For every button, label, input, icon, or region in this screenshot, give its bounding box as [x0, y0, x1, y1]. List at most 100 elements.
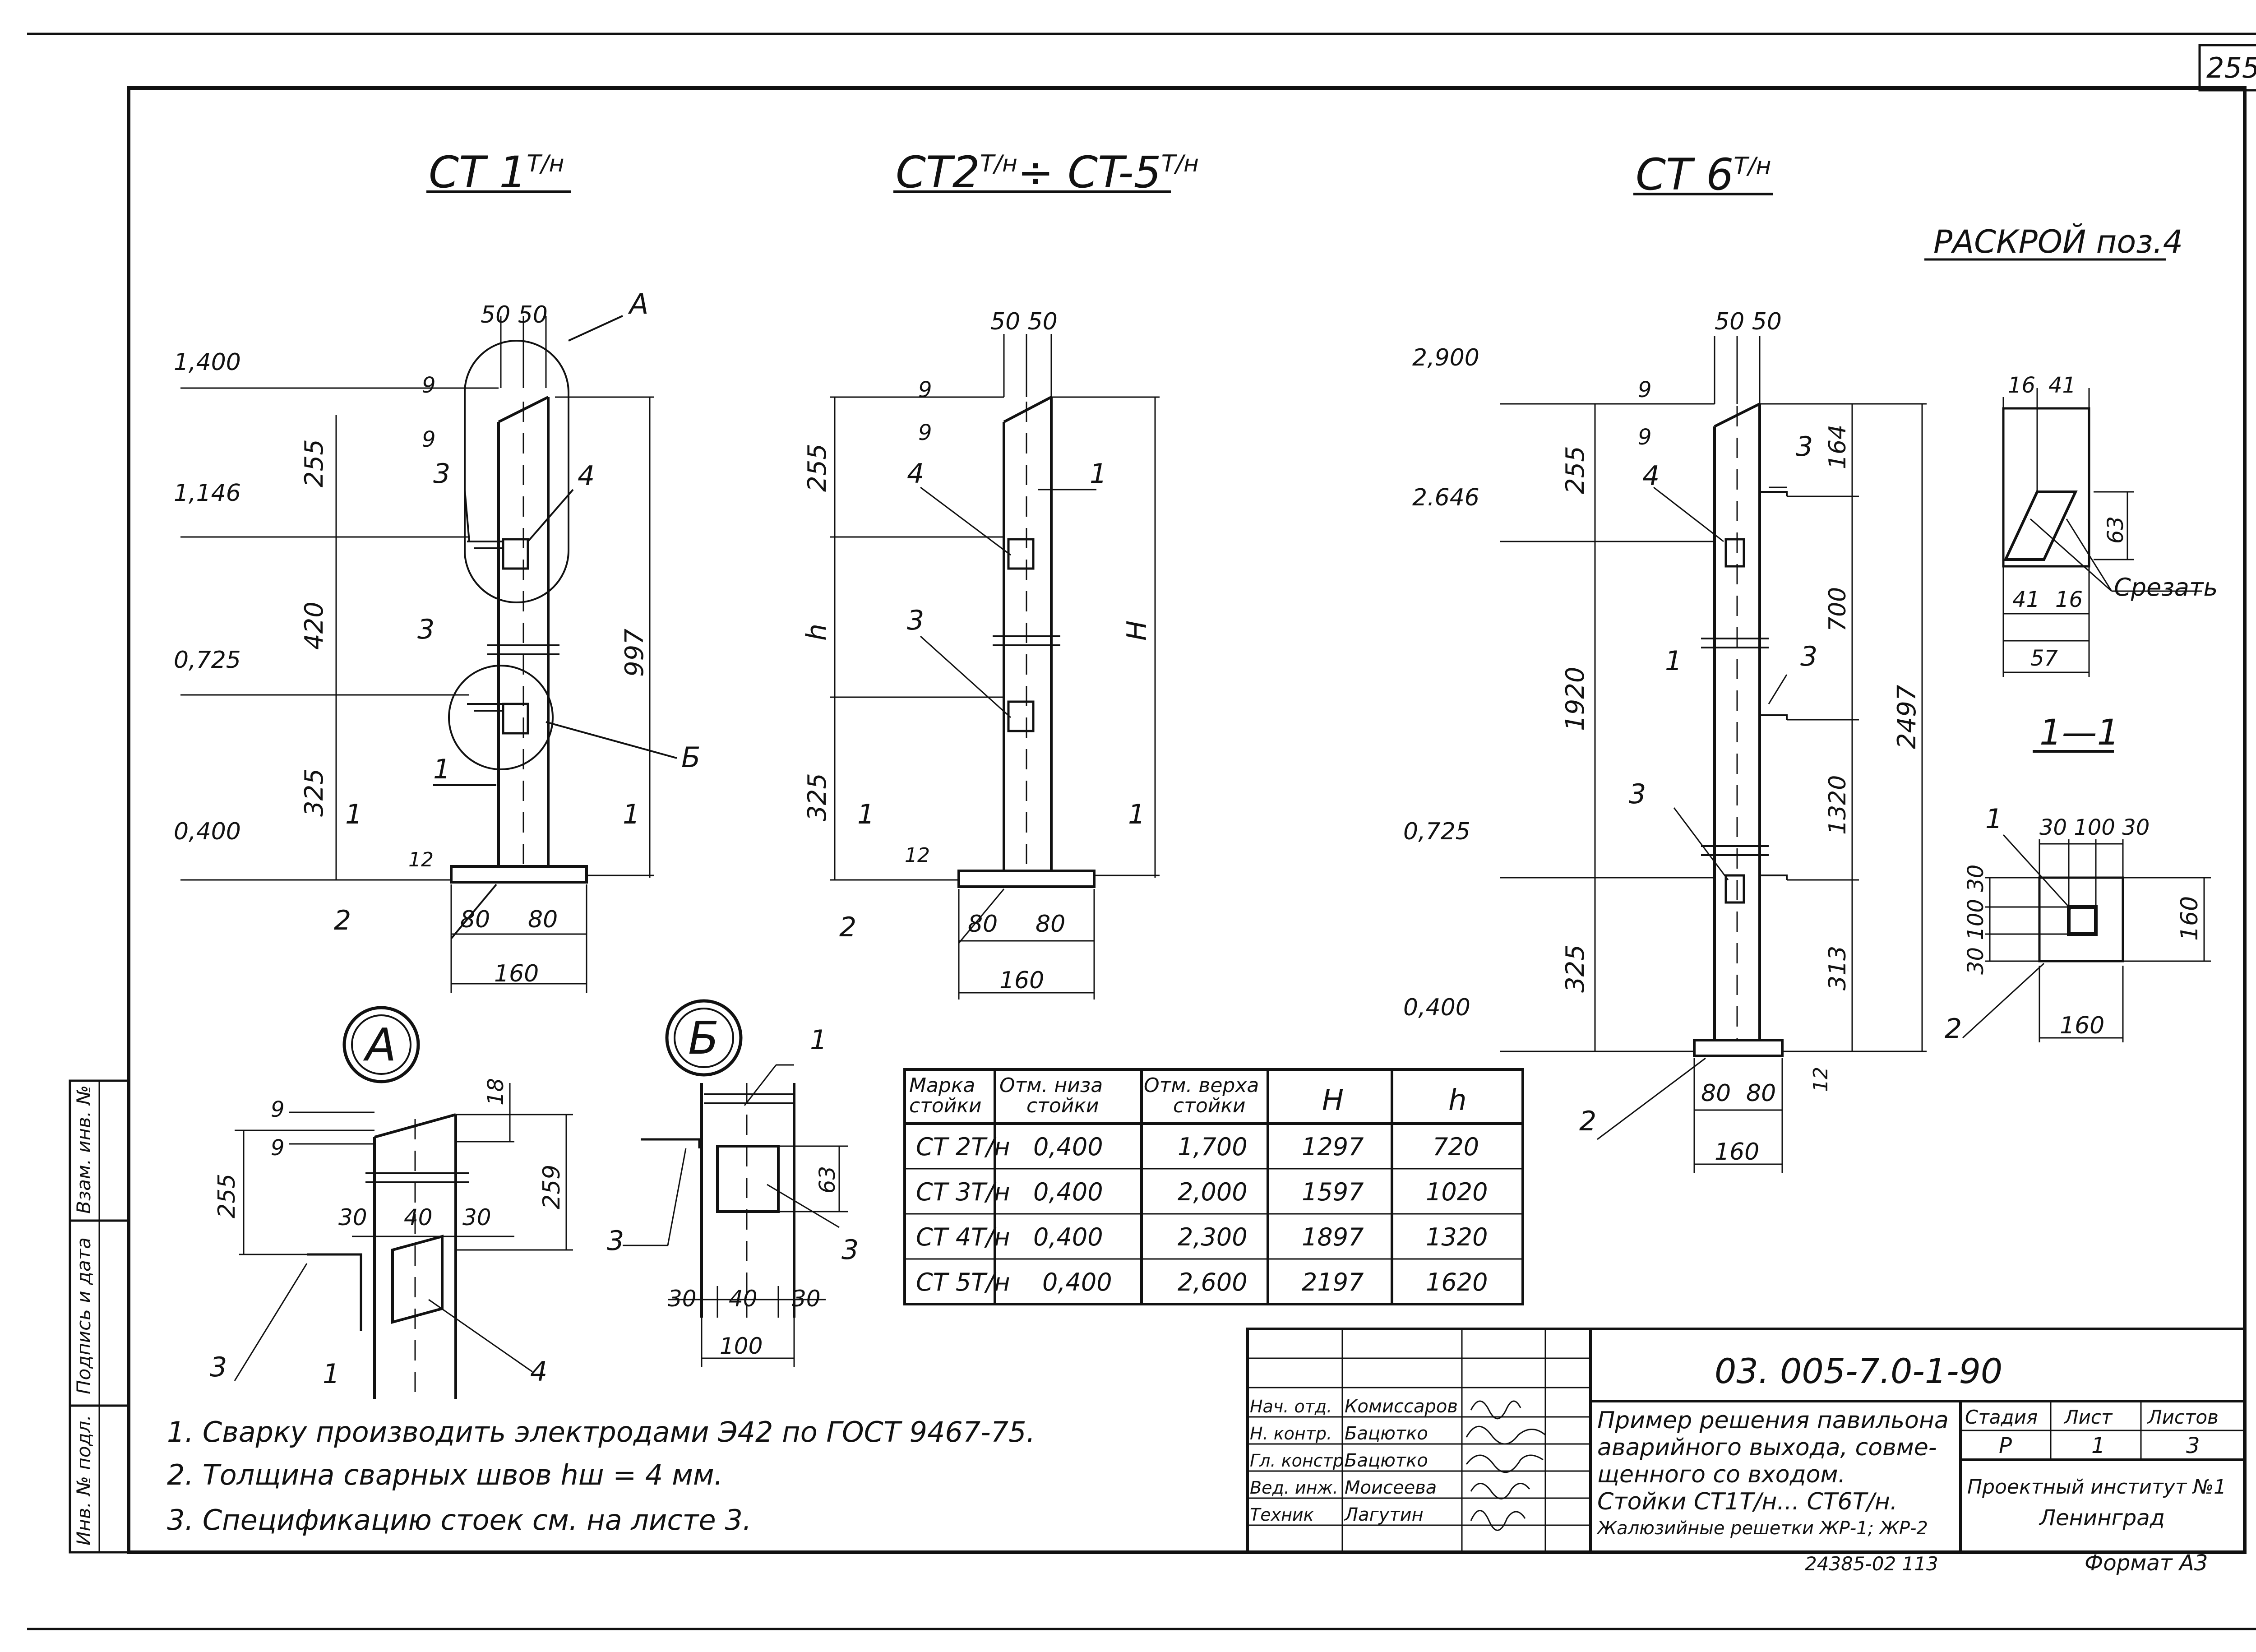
name-5: Лагутин	[1344, 1504, 1424, 1525]
stage-header: Стадия	[1965, 1406, 2038, 1428]
st1-section-l: 1	[345, 799, 362, 830]
side-stamp-sign: Подпись и дата	[73, 1237, 95, 1394]
detail-a-dim-30b: 30	[462, 1204, 491, 1231]
detail-b-dim-30a: 30	[668, 1286, 697, 1312]
detail-b-pos-3a: 3	[607, 1225, 624, 1257]
st2-dim-325: 325	[803, 773, 832, 821]
role-2: Н. контр.	[1250, 1424, 1332, 1444]
sheet-frame	[27, 32, 2256, 1630]
sheets-value: 3	[2186, 1433, 2200, 1458]
detail-b-dim-30b: 30	[792, 1286, 821, 1312]
st6-elev-2900: 2,900	[1412, 344, 1479, 371]
desc-2: аварийного выхода, совме-	[1597, 1434, 1937, 1461]
st2-dim-h: h	[801, 624, 832, 641]
detail-a-dim-255: 255	[213, 1174, 240, 1218]
st1-title: CT 1Т/н	[429, 147, 564, 198]
st2-dim-12: 12	[905, 844, 930, 867]
st6-dim-325: 325	[1561, 944, 1590, 993]
table-cell: 720	[1433, 1133, 1479, 1161]
st2-pos-1: 1	[1090, 458, 1107, 490]
st1-label-b: Б	[681, 741, 701, 774]
st1-dim-160: 160	[494, 960, 539, 987]
table-header-top-2: стойки	[1173, 1094, 1246, 1117]
table-row: CT 4Т/н 0,400 2,300 1897 1320	[916, 1223, 1488, 1251]
st2-section-r: 1	[1128, 799, 1145, 830]
table-header-low-1: Отм. низа	[999, 1074, 1103, 1097]
st1-pos-3a: 3	[433, 458, 450, 490]
st2-dim-9a: 9	[918, 377, 932, 403]
st6-dim-2497: 2497	[1892, 685, 1922, 749]
detail-a-pos-4: 4	[530, 1356, 547, 1388]
detail-b-pos-1: 1	[810, 1024, 827, 1056]
st1-dim-255: 255	[300, 439, 329, 487]
org-city: Ленинград	[2039, 1505, 2165, 1531]
st2-pos-3: 3	[907, 605, 924, 636]
table-row: CT 5Т/н 0,400 2,600 2197 1620	[916, 1268, 1488, 1296]
st1-dim-50-50: 50 50	[481, 301, 548, 329]
st6-dim-80a: 80	[1701, 1080, 1731, 1107]
table-header-h: h	[1448, 1084, 1467, 1117]
name-3: Бацютко	[1345, 1450, 1428, 1471]
detail-a-view: А 9 9 18 255	[210, 1006, 573, 1399]
st1-pos-3b: 3	[417, 614, 435, 645]
st6-pos-3c: 3	[1629, 778, 1646, 810]
st1-elev-1146: 1,146	[174, 480, 241, 507]
detail-a-dim-40: 40	[404, 1204, 433, 1231]
st2-dim-160: 160	[999, 967, 1044, 994]
raskroy-dim-16a: 16	[2008, 373, 2035, 398]
note-1: 1. Сварку производить электродами Э42 по…	[167, 1416, 1035, 1448]
role-4: Вед. инж.	[1250, 1478, 1338, 1498]
role-5: Техник	[1250, 1505, 1314, 1525]
name-1: Комиссаров	[1345, 1396, 1458, 1417]
detail-a-pos-3: 3	[210, 1351, 227, 1383]
table-cell: 0,400	[1042, 1268, 1112, 1296]
st2-dim-80a: 80	[968, 911, 998, 938]
section-pos-1: 1	[1985, 803, 2002, 835]
format-label: Формат А3	[2085, 1550, 2208, 1576]
st1-dim-420: 420	[300, 602, 329, 650]
raskroy-cut-note: Срезать	[2114, 573, 2218, 602]
raskroy-dim-41b: 41	[2012, 587, 2040, 612]
st1-elev-0725: 0,725	[174, 647, 241, 674]
st1-dim-12: 12	[408, 848, 434, 871]
detail-a-dim-9b: 9	[271, 1135, 285, 1161]
st6-elev-0725: 0,725	[1403, 818, 1470, 845]
st2-dim-80b: 80	[1036, 911, 1065, 938]
st1-dim-9a: 9	[422, 373, 436, 398]
st6-view: CT 6Т/н	[1403, 149, 1927, 1173]
st1-elev-1400: 1,400	[174, 349, 241, 376]
table-cell: 2197	[1302, 1268, 1364, 1296]
table-row: CT 2Т/н 0,400 1,700 1297 720	[916, 1133, 1479, 1161]
raskroy-dim-41a: 41	[2048, 373, 2076, 398]
detail-b-view: Б 63 30 40 30	[607, 999, 859, 1367]
st6-pos-4: 4	[1642, 460, 1660, 492]
st1-pos-2: 2	[334, 905, 351, 936]
signatures	[1465, 1400, 1546, 1531]
name-4: Моисеева	[1345, 1477, 1437, 1498]
st6-dim-50-50: 50 50	[1715, 308, 1782, 335]
desc-1: Пример решения павильона	[1597, 1407, 1949, 1434]
desc-5: Жалюзийные решетки ЖР-1; ЖР-2	[1596, 1518, 1928, 1539]
sheet-corner-number: 255	[2206, 51, 2256, 84]
detail-a-dim-30a: 30	[338, 1204, 367, 1231]
role-3: Гл. констр.	[1250, 1451, 1349, 1471]
raskroy-dim-16b: 16	[2055, 587, 2083, 612]
st2-5-view: CT2Т/н÷ CT-5Т/н	[801, 147, 1199, 1000]
detail-a-pos-1: 1	[323, 1358, 340, 1390]
side-stamp-inv: Инв. № подл.	[73, 1415, 95, 1546]
note-2: 2. Толщина сварных швов hш = 4 мм.	[167, 1458, 723, 1491]
st1-view: CT 1Т/н	[174, 147, 701, 993]
name-2: Бацютко	[1345, 1423, 1428, 1444]
st1-dim-325: 325	[300, 768, 329, 817]
st2-section-l: 1	[857, 799, 874, 830]
table-cell: 2,000	[1178, 1178, 1248, 1206]
table-cell: CT 5Т/н	[916, 1268, 1010, 1296]
table-cell: CT 3Т/н	[916, 1178, 1010, 1206]
stage-value: Р	[1999, 1433, 2012, 1458]
desc-3: щенного со входом.	[1597, 1461, 1845, 1488]
st6-dim-12: 12	[1809, 1067, 1832, 1092]
note-3: 3. Спецификацию стоек см. на листе 3.	[167, 1504, 752, 1536]
st6-elev-0400: 0,400	[1403, 994, 1470, 1021]
detail-b-label: Б	[688, 1012, 719, 1064]
